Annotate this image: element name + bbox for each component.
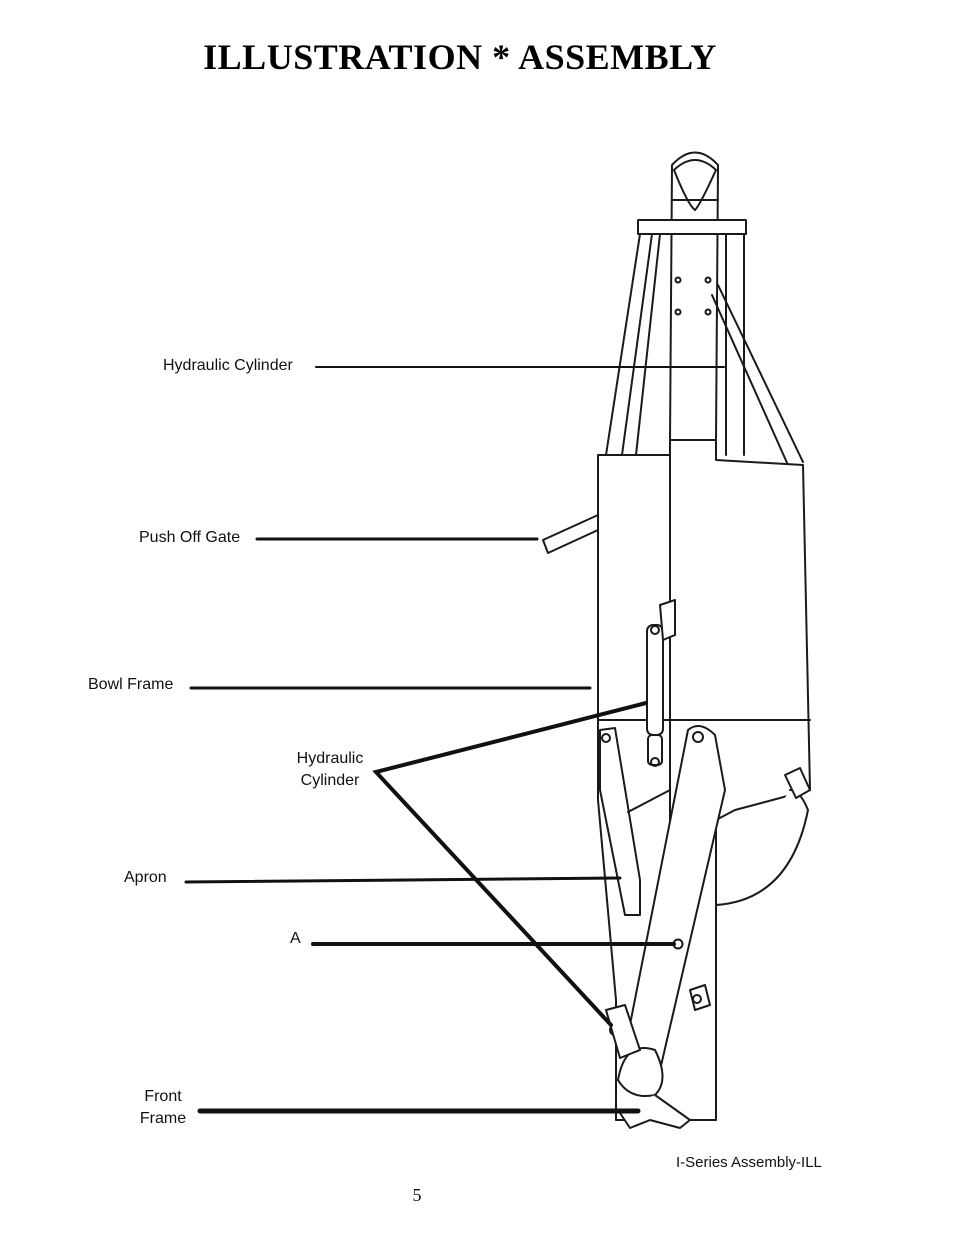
- apron: [599, 727, 671, 916]
- label-front-frame: Front Frame: [134, 1086, 192, 1130]
- label-push-off-gate: Push Off Gate: [139, 529, 241, 546]
- label-front-frame-line2: Frame: [139, 1110, 187, 1127]
- lower-hydraulic-cylinder: [646, 599, 676, 767]
- label-front-frame-line1: Front: [144, 1088, 182, 1105]
- page-number: 5: [412, 1185, 422, 1205]
- push-off-gate-handle: [542, 514, 599, 554]
- label-point-a: A: [290, 930, 301, 947]
- right-bracket: [784, 767, 811, 799]
- upper-hydraulic-cylinder: [711, 233, 804, 466]
- top-cross-plate: [637, 219, 747, 235]
- label-bowl-frame: Bowl Frame: [88, 676, 174, 693]
- front-frame-arm: [605, 725, 726, 1129]
- tongue-beam: [669, 151, 719, 441]
- left-brace: [605, 233, 661, 456]
- label-hydraulic-cylinder-lower-line2: Cylinder: [300, 772, 360, 789]
- leader-apron: [184, 876, 622, 884]
- leader-hydraulic-cylinder-lower: [372, 701, 648, 1027]
- label-hydraulic-cylinder-lower: Hydraulic Cylinder: [288, 748, 372, 792]
- page-title: ILLUSTRATION * ASSEMBLY: [203, 37, 717, 77]
- figure-caption: I-Series Assembly-ILL: [676, 1154, 822, 1171]
- label-hydraulic-cylinder-lower-line1: Hydraulic: [296, 750, 364, 767]
- label-apron: Apron: [124, 869, 167, 886]
- label-hydraulic-cylinder-top: Hydraulic Cylinder: [163, 357, 293, 374]
